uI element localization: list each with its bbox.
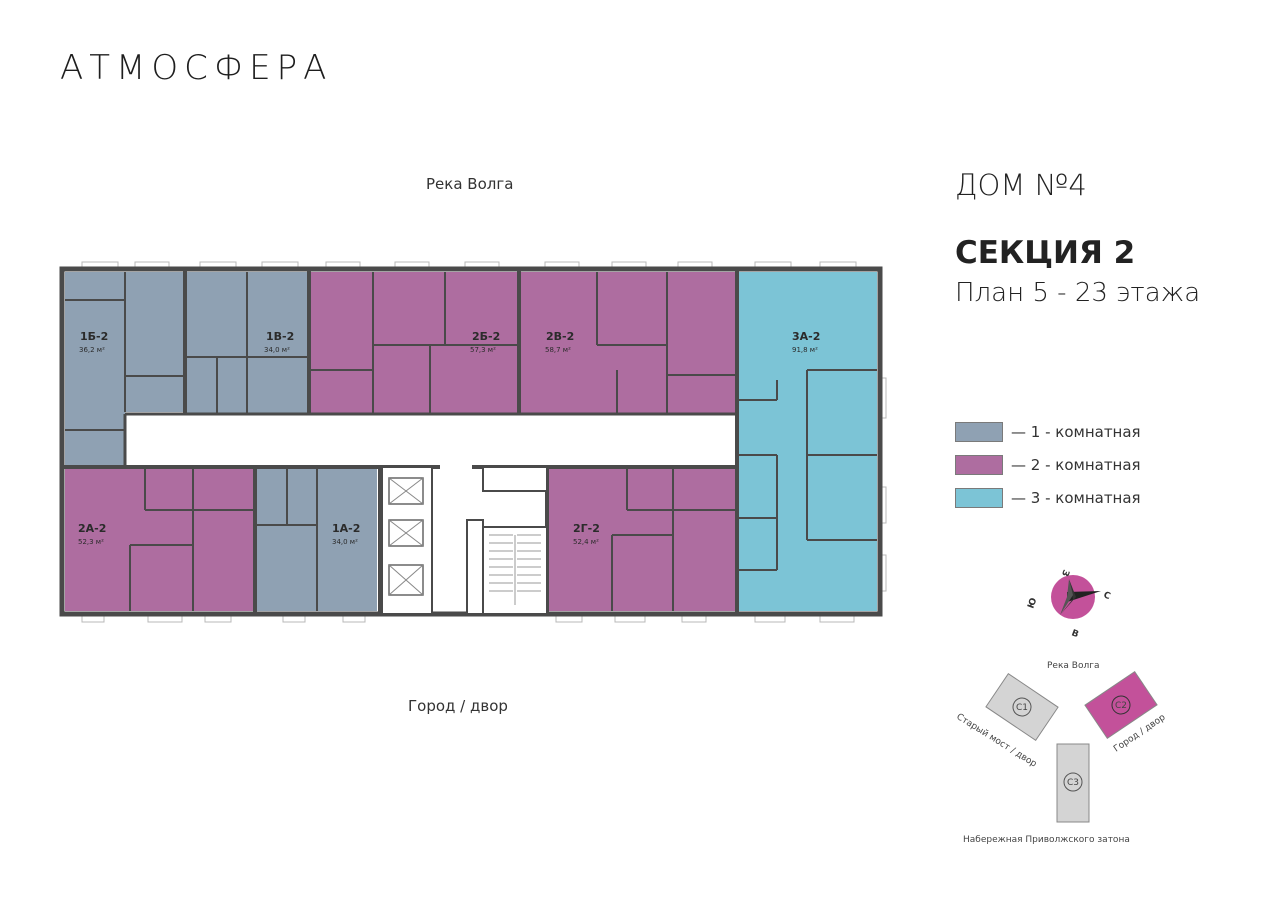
apartment-labels: 1Б-2 36,2 м² 1В-2 34,0 м² 2Б-2 57,3 м² 2… bbox=[78, 330, 820, 546]
apt-area-1v2: 34,0 м² bbox=[264, 346, 290, 354]
legend-swatch-1room bbox=[955, 422, 1003, 442]
apt-area-2g2: 52,4 м² bbox=[573, 538, 599, 546]
legend-label-2room: — 2 - комнатная bbox=[1011, 456, 1141, 474]
apt-area-3a2: 91,8 м² bbox=[792, 346, 818, 354]
compass-label-west: З bbox=[1059, 568, 1071, 577]
compass-label-south: Ю bbox=[1026, 596, 1039, 610]
site-section-c2-label: С2 bbox=[1115, 701, 1127, 711]
apt-code-1v2: 1В-2 bbox=[266, 330, 294, 343]
apt-area-2b2: 57,3 м² bbox=[470, 346, 496, 354]
legend-label-1room: — 1 - комнатная bbox=[1011, 423, 1141, 441]
legend-label-3room: — 3 - комнатная bbox=[1011, 489, 1141, 507]
apt-2g2-fill bbox=[549, 469, 735, 611]
compass: С Ю В З bbox=[1026, 568, 1112, 640]
orientation-bottom-label: Город / двор bbox=[408, 697, 508, 715]
apt-code-3a2: 3А-2 bbox=[792, 330, 820, 343]
site-section-c2 bbox=[1084, 670, 1158, 740]
site-section-c1-label: С1 bbox=[1016, 703, 1028, 713]
apt-1b2-fill-lower bbox=[65, 412, 125, 467]
apt-code-1a2: 1А-2 bbox=[332, 522, 360, 535]
site-section-c3 bbox=[1056, 743, 1090, 823]
apt-2a2-fill bbox=[65, 469, 253, 611]
apt-area-2v2: 58,7 м² bbox=[545, 346, 571, 354]
site-section-c3-label: С3 bbox=[1067, 778, 1079, 788]
house-title: ДОМ №4 bbox=[955, 168, 1087, 202]
apt-area-2a2: 52,3 м² bbox=[78, 538, 104, 546]
building-core bbox=[381, 466, 548, 615]
apt-code-2g2: 2Г-2 bbox=[573, 522, 600, 535]
windows-top bbox=[81, 261, 857, 270]
orientation-top-label: Река Волга bbox=[426, 175, 514, 193]
legend-swatch-3room bbox=[955, 488, 1003, 508]
elevator-1 bbox=[388, 477, 424, 505]
apt-code-2a2: 2А-2 bbox=[78, 522, 106, 535]
apt-area-1a2: 34,0 м² bbox=[332, 538, 358, 546]
apt-2b2-fill bbox=[311, 272, 517, 414]
apt-area-1b2: 36,2 м² bbox=[79, 346, 105, 354]
legend-item-3room: — 3 - комнатная bbox=[955, 487, 1141, 509]
apt-code-1b2: 1Б-2 bbox=[80, 330, 108, 343]
apt-2v2-fill bbox=[521, 272, 735, 414]
compass-label-north: С bbox=[1102, 590, 1112, 602]
compass-label-east: В bbox=[1070, 628, 1080, 640]
compass-needle-north bbox=[1067, 591, 1101, 602]
section-title: СЕКЦИЯ 2 bbox=[955, 235, 1136, 271]
site-label-top: Река Волга bbox=[1047, 661, 1099, 671]
site-section-c1 bbox=[985, 672, 1059, 742]
stair-steps bbox=[489, 534, 541, 605]
site-plan: Река Волга С1 С2 С3 Старый мост / двор Г… bbox=[954, 661, 1167, 845]
elevator-3 bbox=[388, 564, 424, 596]
brand-logo: АТМОСФЕРА bbox=[60, 48, 333, 88]
legend-item-1room: — 1 - комнатная bbox=[955, 421, 1141, 443]
apt-code-2v2: 2В-2 bbox=[546, 330, 574, 343]
floor-range: План 5 - 23 этажа bbox=[955, 278, 1201, 308]
legend-item-2room: — 2 - комнатная bbox=[955, 454, 1141, 476]
site-label-bottom: Набережная Приволжского затона bbox=[963, 835, 1130, 845]
apt-code-2b2: 2Б-2 bbox=[472, 330, 500, 343]
elevator-2 bbox=[388, 519, 424, 547]
legend-swatch-2room bbox=[955, 455, 1003, 475]
